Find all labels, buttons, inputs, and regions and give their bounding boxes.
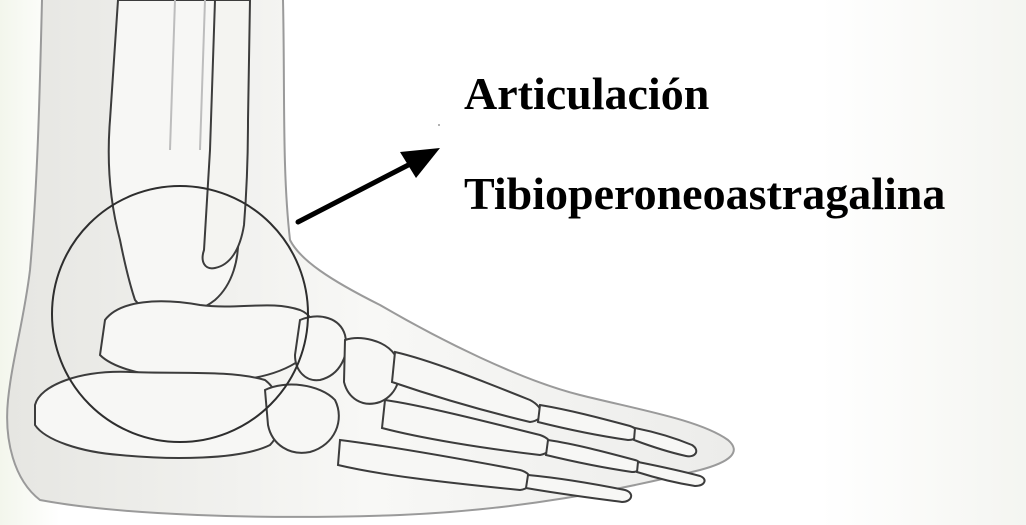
joint-label-line-1: Articulación (464, 71, 709, 117)
talus (100, 301, 315, 381)
cuboid (265, 385, 339, 453)
joint-label-line-2: Tibioperoneoastragalina (464, 171, 945, 217)
arrow-icon (298, 148, 440, 222)
calcaneus (35, 372, 281, 458)
decorative-dot (438, 124, 440, 126)
